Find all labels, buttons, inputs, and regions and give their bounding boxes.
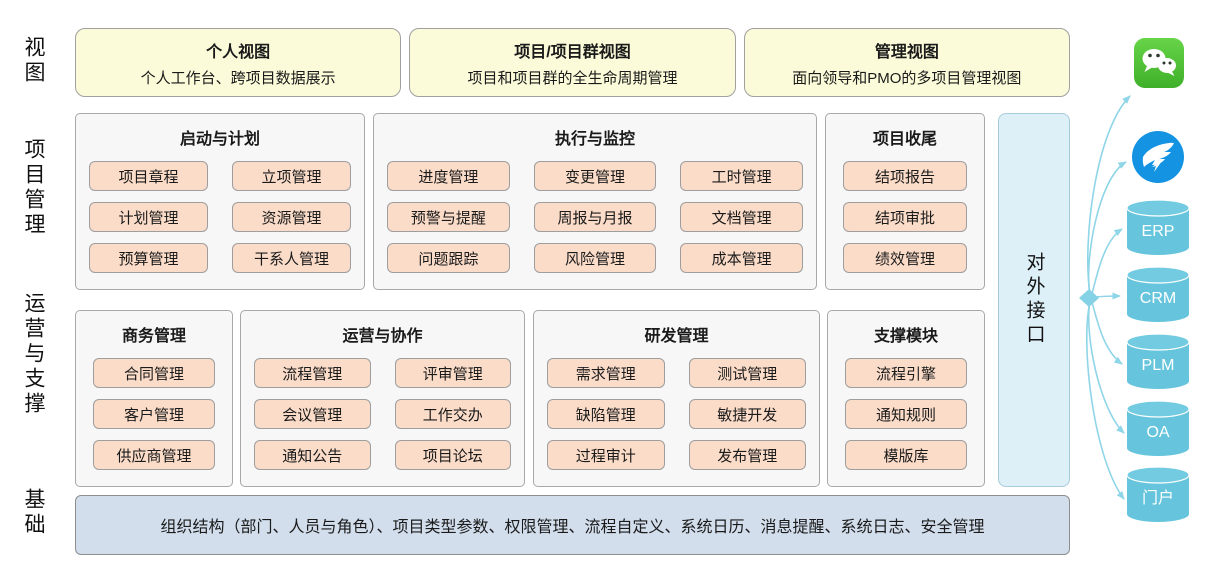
- view-box-personal: 个人视图 个人工作台、跨项目数据展示: [75, 28, 402, 97]
- wechat-icon: [1134, 38, 1184, 88]
- module-pill: 合同管理: [93, 358, 215, 388]
- foundation-bar: 组织结构（部门、人员与角色）、项目类型参数、权限管理、流程自定义、系统日历、消息…: [75, 495, 1070, 555]
- module-pill: 资源管理: [232, 202, 351, 232]
- module-pill: 评审管理: [394, 358, 511, 388]
- module-grid: 流程引擎 通知规则 模版库: [841, 358, 971, 470]
- system-label: OA: [1146, 424, 1169, 441]
- group-title: 项目收尾: [872, 131, 937, 148]
- view-title: 项目/项目群视图: [514, 43, 631, 61]
- module-grid: 流程管理 评审管理 会议管理 工作交办 通知公告 项目论坛: [254, 358, 511, 470]
- module-grid: 结项报告 结项审批 绩效管理: [839, 161, 971, 273]
- system-cylinder-oa: OA: [1126, 400, 1190, 456]
- module-pill: 工时管理: [680, 161, 803, 191]
- system-label: CRM: [1140, 290, 1176, 307]
- module-grid: 需求管理 测试管理 缺陷管理 敏捷开发 过程审计 发布管理: [547, 358, 806, 470]
- system-cylinder-portal: 门户: [1126, 466, 1190, 522]
- group-title: 启动与计划: [179, 131, 260, 148]
- group-initiation-planning: 启动与计划 项目章程 立项管理 计划管理 资源管理 预算管理 干系人管理: [75, 113, 365, 290]
- module-pill: 敏捷开发: [688, 399, 806, 429]
- module-pill: 结项报告: [843, 161, 967, 191]
- module-pill: 问题跟踪: [387, 243, 510, 273]
- module-grid: 进度管理 变更管理 工时管理 预警与提醒 周报与月报 文档管理 问题跟踪 风险管…: [387, 161, 803, 273]
- views-row: 个人视图 个人工作台、跨项目数据展示 项目/项目群视图 项目和项目群的全生命周期…: [75, 28, 1070, 97]
- external-interface-label: 对外接口: [1023, 252, 1045, 348]
- section-label-views: 视图: [22, 36, 45, 86]
- section-label-project-management: 项目管理: [22, 138, 45, 238]
- group-operations-collaboration: 运营与协作 流程管理 评审管理 会议管理 工作交办 通知公告 项目论坛: [240, 310, 525, 487]
- group-execution-monitoring: 执行与监控 进度管理 变更管理 工时管理 预警与提醒 周报与月报 文档管理 问题…: [373, 113, 817, 290]
- external-interface-bar: 对外接口: [998, 113, 1070, 487]
- module-grid: 项目章程 立项管理 计划管理 资源管理 预算管理 干系人管理: [89, 161, 351, 273]
- system-label: 门户: [1142, 489, 1174, 507]
- module-pill: 文档管理: [680, 202, 803, 232]
- section-label-foundation: 基础: [22, 488, 45, 538]
- view-subtitle: 项目和项目群的全生命周期管理: [467, 69, 678, 87]
- group-title: 运营与协作: [342, 328, 423, 345]
- foundation-text: 组织结构（部门、人员与角色）、项目类型参数、权限管理、流程自定义、系统日历、消息…: [160, 519, 985, 536]
- module-pill: 预警与提醒: [387, 202, 510, 232]
- module-pill: 测试管理: [688, 358, 806, 388]
- module-pill: 计划管理: [89, 202, 208, 232]
- group-support-modules: 支撑模块 流程引擎 通知规则 模版库: [827, 310, 985, 487]
- module-pill: 立项管理: [232, 161, 351, 191]
- group-title: 商务管理: [121, 328, 186, 345]
- group-title: 研发管理: [644, 328, 709, 345]
- view-box-management: 管理视图 面向领导和PMO的多项目管理视图: [743, 28, 1070, 97]
- module-pill: 需求管理: [547, 358, 665, 388]
- module-pill: 干系人管理: [232, 243, 351, 273]
- module-pill: 成本管理: [680, 243, 803, 273]
- module-pill: 通知公告: [254, 440, 371, 470]
- module-pill: 流程引擎: [845, 358, 967, 388]
- system-label: ERP: [1142, 223, 1175, 240]
- module-pill: 工作交办: [394, 399, 511, 429]
- view-title: 管理视图: [874, 43, 939, 61]
- view-title: 个人视图: [206, 43, 271, 61]
- module-pill: 结项审批: [843, 202, 967, 232]
- module-pill: 会议管理: [254, 399, 371, 429]
- module-pill: 进度管理: [387, 161, 510, 191]
- dingtalk-icon: [1132, 131, 1184, 183]
- arrow-hub-diamond: [1079, 289, 1099, 307]
- module-pill: 周报与月报: [533, 202, 657, 232]
- group-rd-management: 研发管理 需求管理 测试管理 缺陷管理 敏捷开发 过程审计 发布管理: [533, 310, 820, 487]
- module-pill: 缺陷管理: [547, 399, 665, 429]
- module-pill: 客户管理: [93, 399, 215, 429]
- module-pill: 预算管理: [89, 243, 208, 273]
- system-cylinder-plm: PLM: [1126, 333, 1190, 389]
- module-pill: 发布管理: [688, 440, 806, 470]
- module-pill: 流程管理: [254, 358, 371, 388]
- system-cylinder-erp: ERP: [1126, 199, 1190, 255]
- module-pill: 变更管理: [533, 161, 657, 191]
- module-grid: 合同管理 客户管理 供应商管理: [89, 358, 219, 470]
- view-box-project: 项目/项目群视图 项目和项目群的全生命周期管理: [409, 28, 736, 97]
- module-pill: 绩效管理: [843, 243, 967, 273]
- view-subtitle: 面向领导和PMO的多项目管理视图: [792, 69, 1022, 87]
- module-pill: 过程审计: [547, 440, 665, 470]
- section-label-operations-support: 运营与支撑: [22, 292, 45, 417]
- view-subtitle: 个人工作台、跨项目数据展示: [140, 69, 336, 87]
- group-business-management: 商务管理 合同管理 客户管理 供应商管理: [75, 310, 233, 487]
- module-pill: 通知规则: [845, 399, 967, 429]
- group-title: 执行与监控: [554, 131, 635, 148]
- module-pill: 模版库: [845, 440, 967, 470]
- group-title: 支撑模块: [873, 328, 938, 345]
- module-pill: 项目章程: [89, 161, 208, 191]
- module-pill: 供应商管理: [93, 440, 215, 470]
- system-label: PLM: [1142, 357, 1175, 374]
- module-pill: 项目论坛: [394, 440, 511, 470]
- system-cylinder-crm: CRM: [1126, 266, 1190, 322]
- group-project-closure: 项目收尾 结项报告 结项审批 绩效管理: [825, 113, 985, 290]
- module-pill: 风险管理: [533, 243, 657, 273]
